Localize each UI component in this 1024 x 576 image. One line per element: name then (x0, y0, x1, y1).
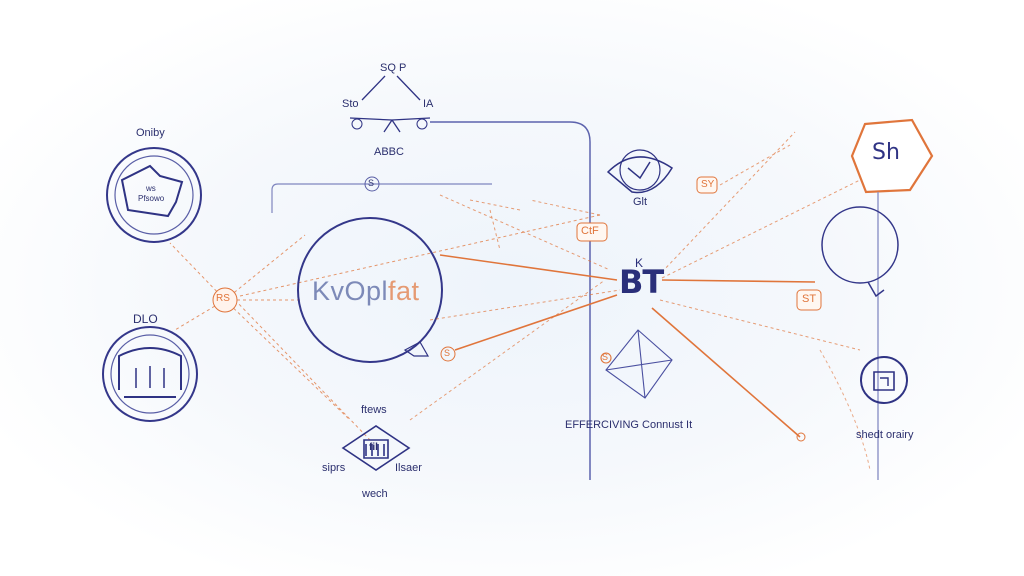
bottom-left-label: siprs (322, 462, 346, 474)
left-connectors (169, 214, 601, 441)
hub-diamond-icon (600, 329, 673, 399)
top-small-icons (351, 118, 428, 130)
bottom-title: ftews (361, 404, 387, 416)
hub-dashed-rays (529, 131, 861, 351)
top-tree (349, 75, 431, 133)
left-bottom-circle-icon (102, 326, 198, 422)
left-top-label: Oniby (136, 127, 165, 139)
right-icon-caption: Glt (633, 196, 648, 208)
far-right-connector (819, 349, 871, 471)
diamond-tag: S (602, 352, 609, 362)
center-small-node (440, 346, 456, 362)
hub-label: BT (619, 263, 664, 301)
center-top-node (364, 176, 380, 192)
hexagon-glyph: Sh (872, 140, 900, 165)
center-word-main: KvOpl (312, 276, 389, 306)
hub-tick: K (635, 256, 644, 270)
top-right-branch-label: IA (423, 98, 434, 110)
center-word-suffix: fat (388, 276, 420, 306)
right-tag-mid: ST (802, 293, 817, 305)
hub-rays (439, 254, 816, 438)
bottom-caption: wech (362, 488, 388, 500)
mid-tag-box (576, 222, 608, 242)
bottom-right-label: Ilsaer (395, 462, 422, 474)
left-top-circle-icon (106, 147, 202, 243)
center-word: KvOplfat (312, 276, 420, 307)
right-bubble-icon (821, 206, 899, 298)
left-node-label: RS (216, 293, 230, 304)
bottom-diamond-icon (341, 425, 411, 471)
top-bracket-line (271, 183, 492, 213)
center-small-node-label: S (444, 348, 451, 358)
left-node (212, 287, 238, 313)
left-box-line1: ws (146, 184, 156, 193)
far-right-circle-icon (860, 356, 908, 404)
main-spine-line (430, 121, 591, 480)
effect-caption: EFFERCIVING Connust It (565, 419, 693, 431)
right-tag-mid-box (796, 289, 822, 311)
right-end-node (796, 432, 806, 442)
center-connectors (409, 194, 621, 421)
right-tag-top: SY (701, 179, 715, 190)
center-top-node-label: S (368, 178, 375, 188)
hexagon-icon (850, 118, 934, 194)
mid-tag: CtF (581, 225, 599, 237)
center-pointer-icon (403, 341, 430, 357)
right-tag-top-box (696, 176, 718, 194)
bottom-center-glyph: fil (369, 442, 378, 453)
left-box-line2: Pfsowo (138, 194, 165, 203)
right-eye-icon (606, 149, 674, 194)
top-left-branch-label: Sto (342, 98, 359, 110)
left-bottom-label: DLO (133, 312, 158, 326)
far-right-caption: shedt orairy (856, 429, 914, 441)
center-circle (297, 217, 443, 363)
top-caption: ABBC (374, 146, 404, 158)
top-title: SQ P (380, 62, 407, 74)
